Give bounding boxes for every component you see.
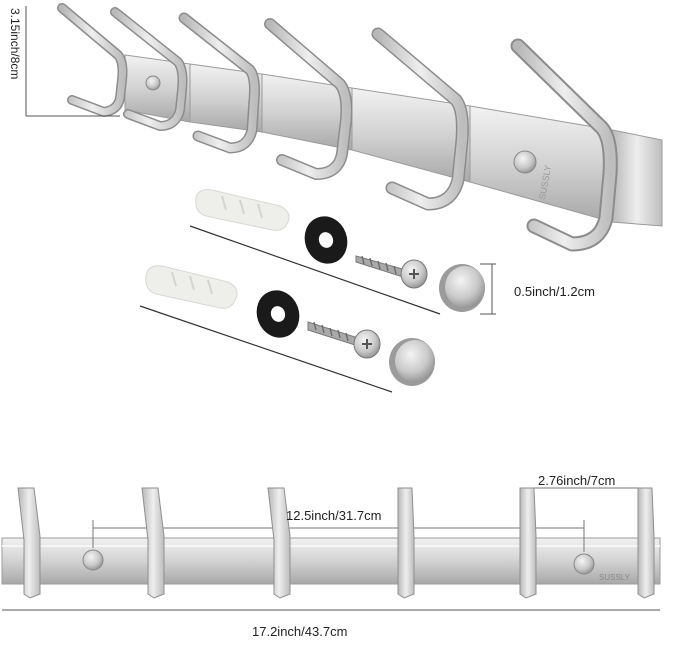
mounting-cap xyxy=(573,553,595,575)
hook xyxy=(264,18,353,180)
decorative-cap xyxy=(389,338,435,386)
front-hook xyxy=(267,487,291,599)
screw xyxy=(355,255,428,289)
screw xyxy=(307,321,381,359)
wall-anchor xyxy=(145,265,238,309)
rail-end-cap xyxy=(611,129,663,227)
rubber-washer xyxy=(304,216,348,264)
hook xyxy=(510,38,618,252)
cap-dimension-line xyxy=(480,263,496,315)
front-hook xyxy=(397,487,415,599)
angled-hook-rack: SUSSLY xyxy=(25,3,663,252)
baseline xyxy=(139,305,393,393)
height-dimension-line xyxy=(25,6,120,117)
front-view-rack: SUSSLY xyxy=(1,487,661,611)
mounting-cap xyxy=(513,150,537,174)
decorative-cap xyxy=(439,264,485,312)
total-length-label: 17.2inch/43.7cm xyxy=(252,624,348,639)
hook xyxy=(371,27,469,211)
mount-spacing-line xyxy=(92,520,585,552)
front-hook xyxy=(637,487,655,599)
hook xyxy=(110,7,188,131)
hook xyxy=(178,12,260,154)
cap-size-label: 0.5inch/1.2cm xyxy=(514,284,595,299)
brand-engraving: SUSSLY xyxy=(599,573,631,582)
front-hook xyxy=(141,487,165,599)
mounting-cap xyxy=(82,549,104,571)
hardware-kit-1 xyxy=(189,189,496,315)
hook xyxy=(57,3,128,117)
hook-spacing-label: 2.76inch/7cm xyxy=(538,473,616,488)
baseline xyxy=(189,225,441,315)
rubber-washer xyxy=(256,290,300,338)
mount-spacing-label: 12.5inch/31.7cm xyxy=(286,508,382,523)
height-label: 3.15inch/8cm xyxy=(8,8,22,80)
mounting-cap xyxy=(145,75,161,91)
wall-anchor xyxy=(195,189,290,231)
hardware-kit-2 xyxy=(139,265,435,393)
front-hook xyxy=(519,487,537,599)
front-hook xyxy=(17,487,41,599)
